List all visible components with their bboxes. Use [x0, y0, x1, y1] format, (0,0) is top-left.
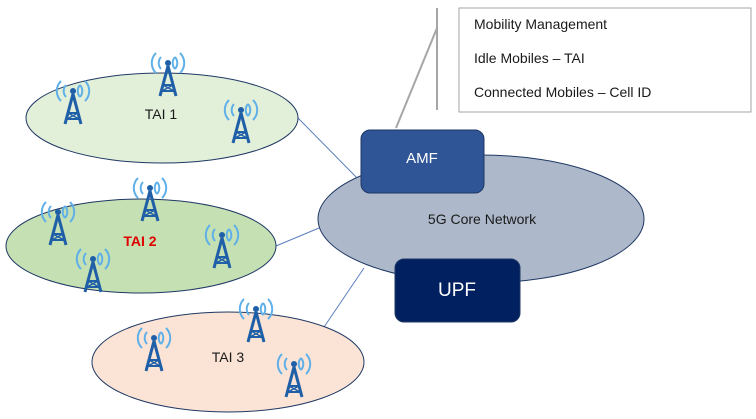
tai-area-2 — [5, 198, 277, 294]
upf-label: UPF — [438, 280, 476, 301]
amf-node — [360, 129, 485, 194]
upf-node — [394, 258, 521, 323]
link-tai3-core — [321, 267, 365, 331]
callout-line-1: Mobility Management — [474, 16, 607, 32]
link-tai1-core — [297, 117, 363, 184]
link-tai2-core — [275, 227, 320, 247]
callout-box — [458, 7, 752, 113]
amf-label: AMF — [406, 150, 438, 167]
callout-line-2: Idle Mobiles – TAI — [474, 50, 585, 66]
callout-pointer-line — [395, 27, 438, 129]
callout-line-3: Connected Mobiles – Cell ID — [474, 84, 651, 100]
tai-3-label: TAI 3 — [212, 349, 245, 365]
core-network-label: 5G Core Network — [428, 211, 537, 227]
tai-area-1 — [25, 72, 299, 164]
tai-2-label: TAI 2 — [123, 233, 156, 249]
tai-1-label: TAI 1 — [145, 106, 178, 122]
